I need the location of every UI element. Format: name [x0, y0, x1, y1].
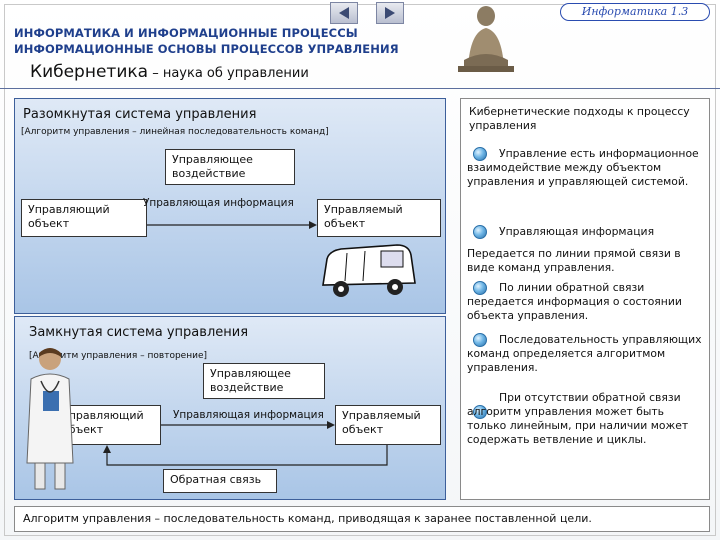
side-item-4: По линии обратной связи передается инфор…	[467, 281, 682, 322]
open-system-title: Разомкнутая система управления	[23, 107, 257, 122]
closed-info-label: Управляющая информация	[173, 409, 324, 421]
title-main: Кибернетика	[30, 62, 149, 82]
open-controller-box: Управляющий объект	[21, 199, 147, 237]
truck-icon	[322, 244, 416, 297]
side-item-2: Управляющая информация	[499, 225, 655, 238]
open-action-box: Управляющее воздействие	[165, 149, 295, 185]
slide-frame	[4, 4, 716, 536]
closed-system-panel: Замкнутая система управления [Алгоритм у…	[14, 316, 446, 500]
footer-definition: Алгоритм управления – последовательность…	[14, 506, 710, 532]
header-line-1: ИНФОРМАТИКА И ИНФОРМАЦИОННЫЕ ПРОЦЕССЫ	[14, 26, 358, 40]
bullet-icon	[473, 281, 487, 295]
bullet-icon	[473, 333, 487, 347]
doctor-figure-icon	[26, 348, 74, 490]
closed-system-note: [Алгоритм управления – повторение]	[29, 351, 207, 361]
side-item-3: Передается по линии прямой связи в виде …	[467, 247, 681, 274]
arrow-left-icon	[339, 7, 349, 19]
bullet-icon	[473, 225, 487, 239]
side-item-5: Последовательность управляющих команд оп…	[467, 333, 702, 374]
side-item-6: При отсутствии обратной связи алгоритм у…	[467, 391, 689, 446]
feedback-box: Обратная связь	[163, 469, 277, 493]
page-title: Кибернетика – наука об управлении	[30, 62, 309, 82]
next-slide-button[interactable]	[376, 2, 404, 24]
bullet-icon	[473, 405, 487, 419]
prev-slide-button[interactable]	[330, 2, 358, 24]
closed-action-box: Управляющее воздействие	[203, 363, 325, 399]
cybernetic-approaches-panel: Кибернетические подходы к процессу управ…	[460, 98, 710, 500]
closed-controlled-box: Управляемый объект	[335, 405, 441, 445]
closed-system-arrows	[103, 421, 388, 466]
closed-controller-box: Управляющий объект	[55, 405, 161, 445]
arrow-right-icon	[385, 7, 395, 19]
title-sub: – наука об управлении	[148, 66, 309, 81]
open-system-panel: Разомкнутая система управления [Алгоритм…	[14, 98, 446, 314]
open-system-arrows	[147, 221, 317, 229]
title-divider	[0, 88, 720, 89]
open-info-label: Управляющая информация	[143, 197, 294, 209]
header-line-2: ИНФОРМАЦИОННЫЕ ОСНОВЫ ПРОЦЕССОВ УПРАВЛЕН…	[14, 42, 399, 56]
side-heading: Кибернетические подходы к процессу управ…	[469, 105, 690, 132]
side-item-1: Управление есть информационное взаимодей…	[467, 147, 699, 188]
open-controlled-box: Управляемый объект	[317, 199, 441, 237]
bullet-icon	[473, 147, 487, 161]
thinker-statue-icon	[458, 6, 514, 72]
closed-system-title: Замкнутая система управления	[29, 325, 249, 340]
slide-number-badge: Информатика 1.3	[560, 3, 710, 21]
open-system-note: [Алгоритм управления – линейная последов…	[21, 127, 329, 137]
